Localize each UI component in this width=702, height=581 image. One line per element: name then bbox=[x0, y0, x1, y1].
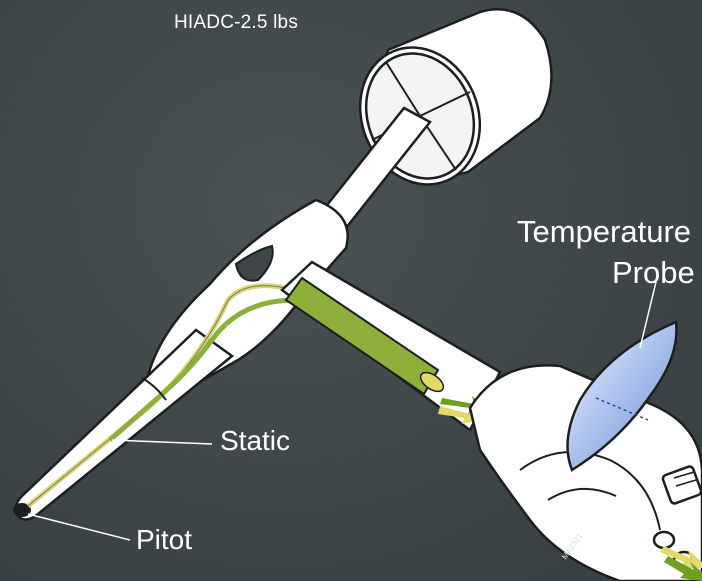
pitot-leader-line bbox=[28, 514, 130, 540]
temperature-probe-label-line2: Probe bbox=[612, 255, 695, 291]
temperature-probe-label: Temperature bbox=[517, 214, 691, 250]
static-label: Static bbox=[220, 425, 290, 457]
diagram-title: HIADC-2.5 lbs bbox=[174, 12, 298, 34]
pitot-label: Pitot bbox=[136, 524, 192, 556]
